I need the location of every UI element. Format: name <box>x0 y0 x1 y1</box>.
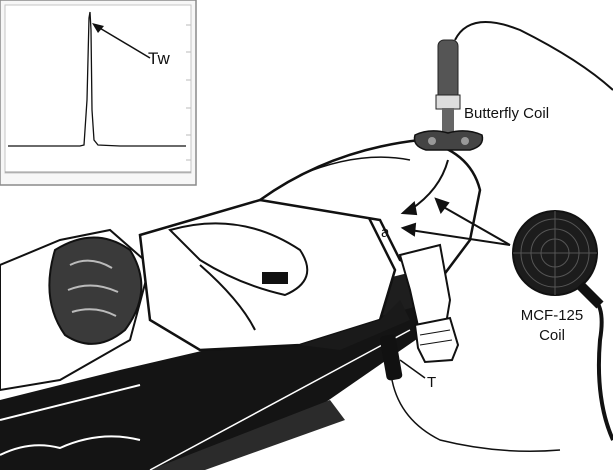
t-pointer-line <box>400 360 425 378</box>
mcf-125-coil <box>513 211 613 440</box>
butterfly-coil-label: Butterfly Coil <box>464 105 549 122</box>
patient-head <box>49 238 141 344</box>
trigger-device <box>379 334 560 451</box>
a-label: a <box>381 224 390 241</box>
wristwatch <box>262 272 288 284</box>
mcf-coil-label-line2: Coil <box>539 327 565 344</box>
mcf-coil-label-line1: MCF-125 <box>521 307 584 324</box>
inset-waveform-plot <box>0 0 196 185</box>
t-label: T <box>427 374 436 391</box>
butterfly-coil <box>414 22 613 150</box>
tw-label: Tw <box>148 49 170 68</box>
